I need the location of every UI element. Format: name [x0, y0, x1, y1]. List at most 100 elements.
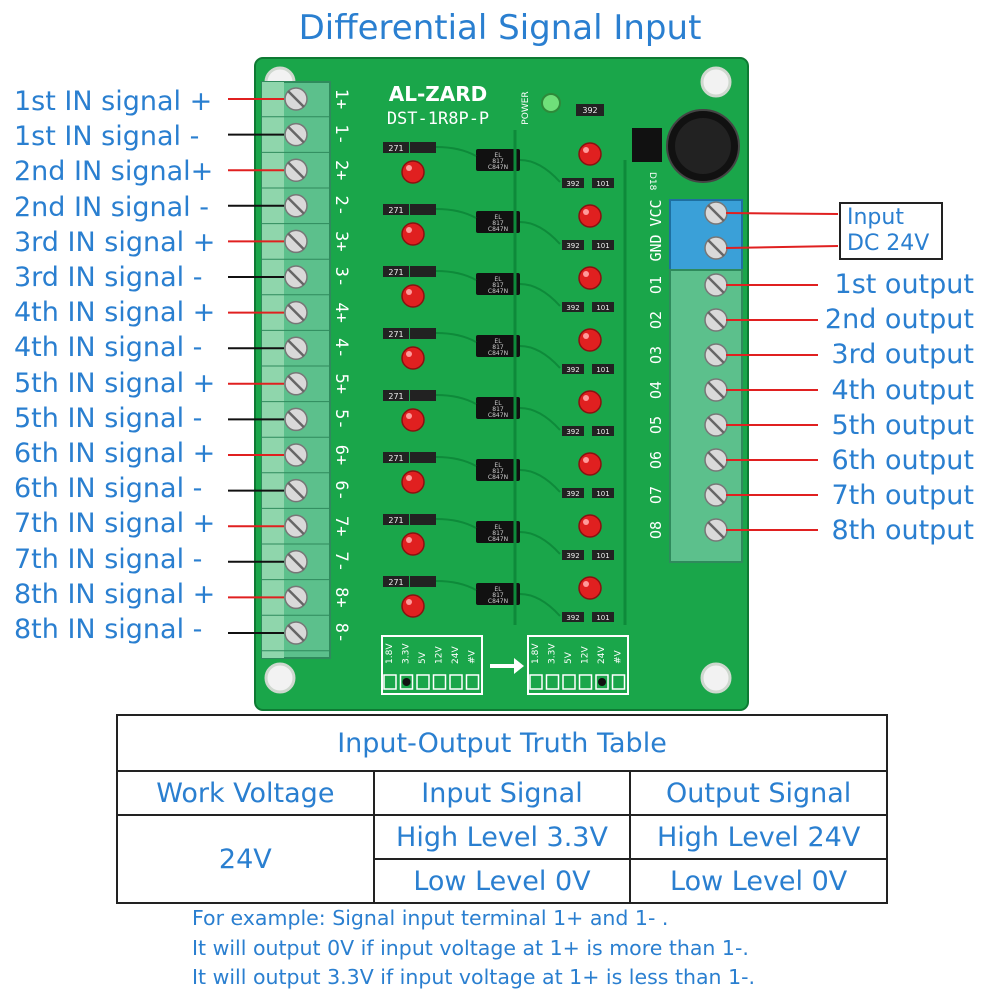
resistor-label: 392 — [566, 552, 579, 560]
screw-slot — [707, 311, 725, 329]
pcb-trace — [435, 208, 477, 219]
optocoupler-text: 817 — [492, 468, 504, 475]
input-pin-label: 4- — [331, 338, 351, 358]
jumper-selected-dot — [598, 678, 606, 686]
output-terminal-block — [669, 269, 743, 563]
jumper-block — [381, 635, 483, 695]
pcb-trace — [519, 221, 561, 245]
optocoupler-text: 817 — [492, 282, 504, 289]
resistor — [410, 266, 436, 277]
optocoupler-text: C847N — [488, 412, 508, 419]
input-label: 3rd IN signal - — [14, 262, 203, 293]
screw-slot — [287, 125, 305, 144]
input-pin-label: 4+ — [331, 302, 351, 322]
output-led — [578, 514, 602, 538]
resistor — [383, 328, 409, 339]
resistor-label: 101 — [596, 490, 609, 498]
jumper-pad — [383, 674, 397, 690]
jumper-selected-dot — [402, 678, 411, 686]
jumper-voltage-label: 1.8V — [385, 643, 395, 664]
pcb-trace — [519, 345, 561, 369]
input-label: 5th IN signal + — [14, 367, 216, 399]
mounting-hole — [700, 66, 732, 98]
output-pin-label: O1 — [647, 276, 665, 294]
screw-slot — [707, 239, 725, 257]
jumper-pad — [595, 674, 609, 690]
resistor — [562, 178, 584, 188]
output-led — [578, 576, 602, 600]
screw-slot — [707, 381, 725, 399]
output-pin-label: GND — [647, 234, 665, 261]
screw-slot — [287, 624, 305, 642]
output-pin-label: O8 — [647, 521, 665, 539]
resistor — [383, 514, 409, 525]
truth-table: Input-Output Truth Table Work Voltage In… — [116, 714, 888, 904]
optocoupler-text: EL — [494, 276, 502, 283]
jumper-pad — [416, 674, 430, 690]
jumper-voltage-label: 12V — [581, 646, 591, 664]
row-low-output: Low Level 0V — [629, 858, 888, 904]
input-pin-label: 6+ — [331, 445, 351, 465]
row-high-output: High Level 24V — [629, 814, 888, 860]
screw-slot — [707, 416, 725, 434]
input-pin-label: 8+ — [331, 587, 351, 607]
jumper-voltage-label: #V — [468, 649, 478, 664]
power-input-line1: Input — [847, 205, 904, 230]
screw-slot — [287, 303, 305, 322]
resistor-label: 271 — [388, 578, 403, 587]
led-highlight — [583, 395, 589, 401]
screw-slot — [287, 268, 305, 286]
optocoupler — [476, 397, 520, 419]
jumper-pad — [545, 674, 560, 690]
resistor — [383, 452, 409, 463]
input-pin-label: 2- — [331, 196, 351, 216]
jumper-pad — [449, 674, 463, 690]
led-highlight — [406, 165, 412, 171]
screw-slot — [707, 204, 725, 222]
resistor — [562, 302, 584, 312]
screw-slot — [707, 521, 725, 539]
output-led — [578, 266, 602, 290]
input-pin-label: 2+ — [331, 160, 351, 180]
output-label: 8th output — [831, 515, 974, 547]
pcb-trace — [435, 394, 477, 405]
note-line-1: For example: Signal input terminal 1+ an… — [192, 906, 669, 930]
optocoupler-text: EL — [494, 152, 502, 159]
optocoupler-text: 817 — [492, 220, 504, 227]
led-highlight — [406, 475, 412, 481]
resistor — [383, 390, 409, 401]
input-label: 5th IN signal - — [14, 402, 203, 434]
screw-slot — [287, 588, 305, 607]
output-led — [578, 142, 602, 166]
jumper-block — [527, 635, 629, 695]
led-highlight — [406, 537, 412, 543]
input-pin-label: 7- — [331, 552, 351, 572]
pcb-trace — [519, 407, 561, 431]
jumper-voltage-label: 1.8V — [531, 643, 541, 664]
pcb-trace — [519, 469, 561, 493]
output-led — [578, 204, 602, 228]
resistor-label: 392 — [566, 180, 579, 188]
optocoupler — [476, 149, 520, 171]
resistor-label: 271 — [388, 206, 403, 215]
resistor — [592, 550, 614, 560]
resistor — [592, 488, 614, 498]
optocoupler — [476, 459, 520, 481]
jumper-pad — [611, 674, 626, 690]
optocoupler-text: EL — [494, 338, 502, 345]
optocoupler-text: 817 — [492, 592, 504, 599]
optocoupler-text: C847N — [488, 164, 508, 171]
screw-slot — [287, 446, 305, 464]
input-led — [401, 532, 425, 556]
pcb-trace — [435, 270, 477, 281]
jumper-voltage-label: 5V — [564, 651, 574, 664]
pcb-trace — [435, 456, 477, 467]
input-label: 4th IN signal - — [14, 332, 203, 364]
resistor — [383, 204, 409, 215]
pcb-trace — [435, 580, 477, 591]
power-led-label: POWER — [521, 91, 531, 124]
jumper-voltage-label: 5V — [418, 651, 428, 664]
resistor — [592, 178, 614, 188]
output-label: 6th output — [831, 445, 974, 476]
